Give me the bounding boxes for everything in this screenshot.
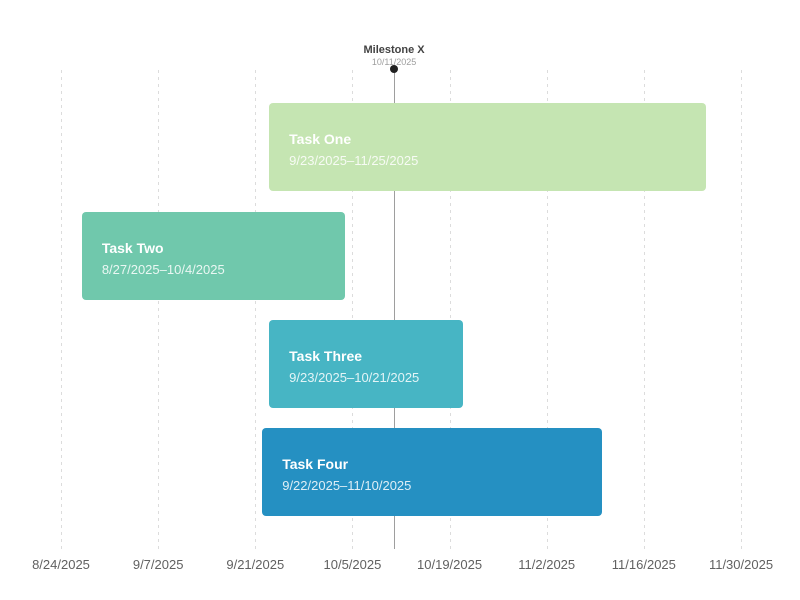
milestone-line	[394, 69, 396, 549]
gridline	[643, 70, 645, 549]
gridline	[158, 70, 160, 549]
gridline	[546, 70, 548, 549]
gridline	[61, 70, 62, 549]
milestone-date-label: 10/11/2025	[371, 57, 417, 67]
task-bar-title: Task One	[289, 131, 352, 147]
axis-tick-label: 9/21/2025	[226, 557, 285, 572]
gridline	[352, 70, 354, 549]
gridline	[449, 70, 451, 549]
axis-tick-label: 11/2/2025	[518, 557, 576, 572]
milestone-marker-dot	[390, 65, 399, 73]
axis-tick-label: 10/19/2025	[417, 557, 483, 572]
gridline	[741, 70, 742, 549]
axis-tick-label: 8/24/2025	[32, 557, 90, 572]
task-bar-title: Task Four	[282, 456, 349, 472]
task-bar-task-three[interactable]: Task Three 9/23/2025–10/21/2025	[269, 320, 464, 408]
task-bar-task-four[interactable]: Task Four 9/22/2025–11/10/2025	[262, 428, 603, 516]
gridline	[255, 70, 257, 549]
task-bar-task-one[interactable]: Task One 9/23/2025–11/25/2025	[269, 103, 707, 191]
axis-tick-label: 9/7/2025	[132, 557, 184, 572]
task-bar-dates: 8/27/2025–10/4/2025	[101, 262, 225, 277]
task-bar-dates: 9/22/2025–11/10/2025	[282, 478, 412, 493]
task-bar-dates: 9/23/2025–10/21/2025	[289, 370, 420, 385]
task-bar-title: Task Two	[101, 240, 164, 256]
axis-tick-label: 10/5/2025	[323, 557, 382, 572]
task-bar-title: Task Three	[289, 348, 363, 364]
task-bar-task-two[interactable]: Task Two 8/27/2025–10/4/2025	[81, 212, 346, 300]
milestone-label: Milestone X	[363, 44, 425, 56]
task-bar-dates: 9/23/2025–11/25/2025	[289, 153, 419, 168]
axis-tick-label: 11/30/2025	[708, 557, 774, 572]
axis-tick-label: 11/16/2025	[611, 557, 676, 572]
